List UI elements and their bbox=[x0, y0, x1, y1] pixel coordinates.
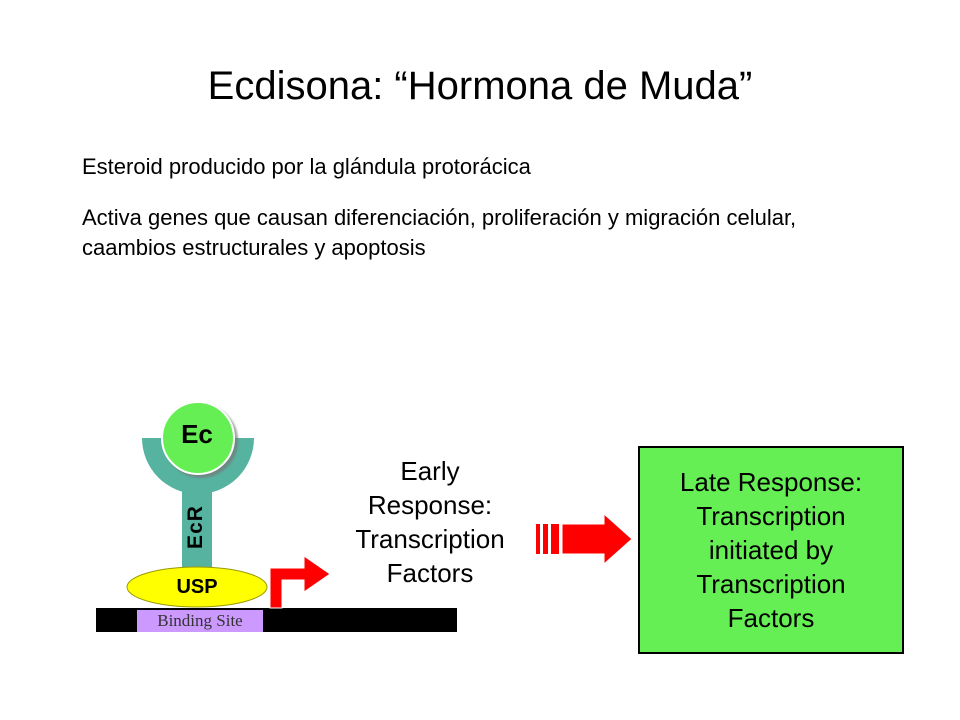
binding-site-label: Binding Site bbox=[137, 610, 263, 632]
bullet-2: Activa genes que causan diferenciación, … bbox=[82, 205, 797, 260]
ecr-receptor-stem bbox=[182, 478, 212, 576]
early-response-line: Early bbox=[400, 456, 460, 486]
late-response-box: Late Response: Transcription initiated b… bbox=[638, 446, 904, 654]
usp-label: USP bbox=[176, 576, 218, 598]
early-response-line: Transcription bbox=[355, 524, 505, 554]
early-response-text: Early Response: Transcription Factors bbox=[330, 454, 530, 590]
late-response-line: Late Response: bbox=[679, 467, 863, 497]
early-response-line: Response: bbox=[367, 490, 493, 520]
early-response-line: Factors bbox=[386, 558, 474, 588]
late-response-line: Transcription bbox=[696, 569, 846, 599]
ecr-label: EcR bbox=[184, 505, 207, 549]
slide-title: Ecdisona: “Hormona de Muda” bbox=[207, 64, 753, 108]
bullet-1: Esteroid producido por la glándula proto… bbox=[82, 154, 531, 179]
ecdysone-ligand bbox=[161, 401, 235, 475]
ec-label: Ec bbox=[181, 419, 213, 449]
late-response-line: Factors bbox=[727, 603, 815, 633]
usp-protein bbox=[126, 566, 268, 608]
late-response-line: Transcription bbox=[696, 501, 846, 531]
late-response-line: initiated by bbox=[708, 535, 834, 565]
transcription-start-arrow bbox=[269, 555, 331, 609]
late-response-arrow bbox=[536, 512, 633, 566]
